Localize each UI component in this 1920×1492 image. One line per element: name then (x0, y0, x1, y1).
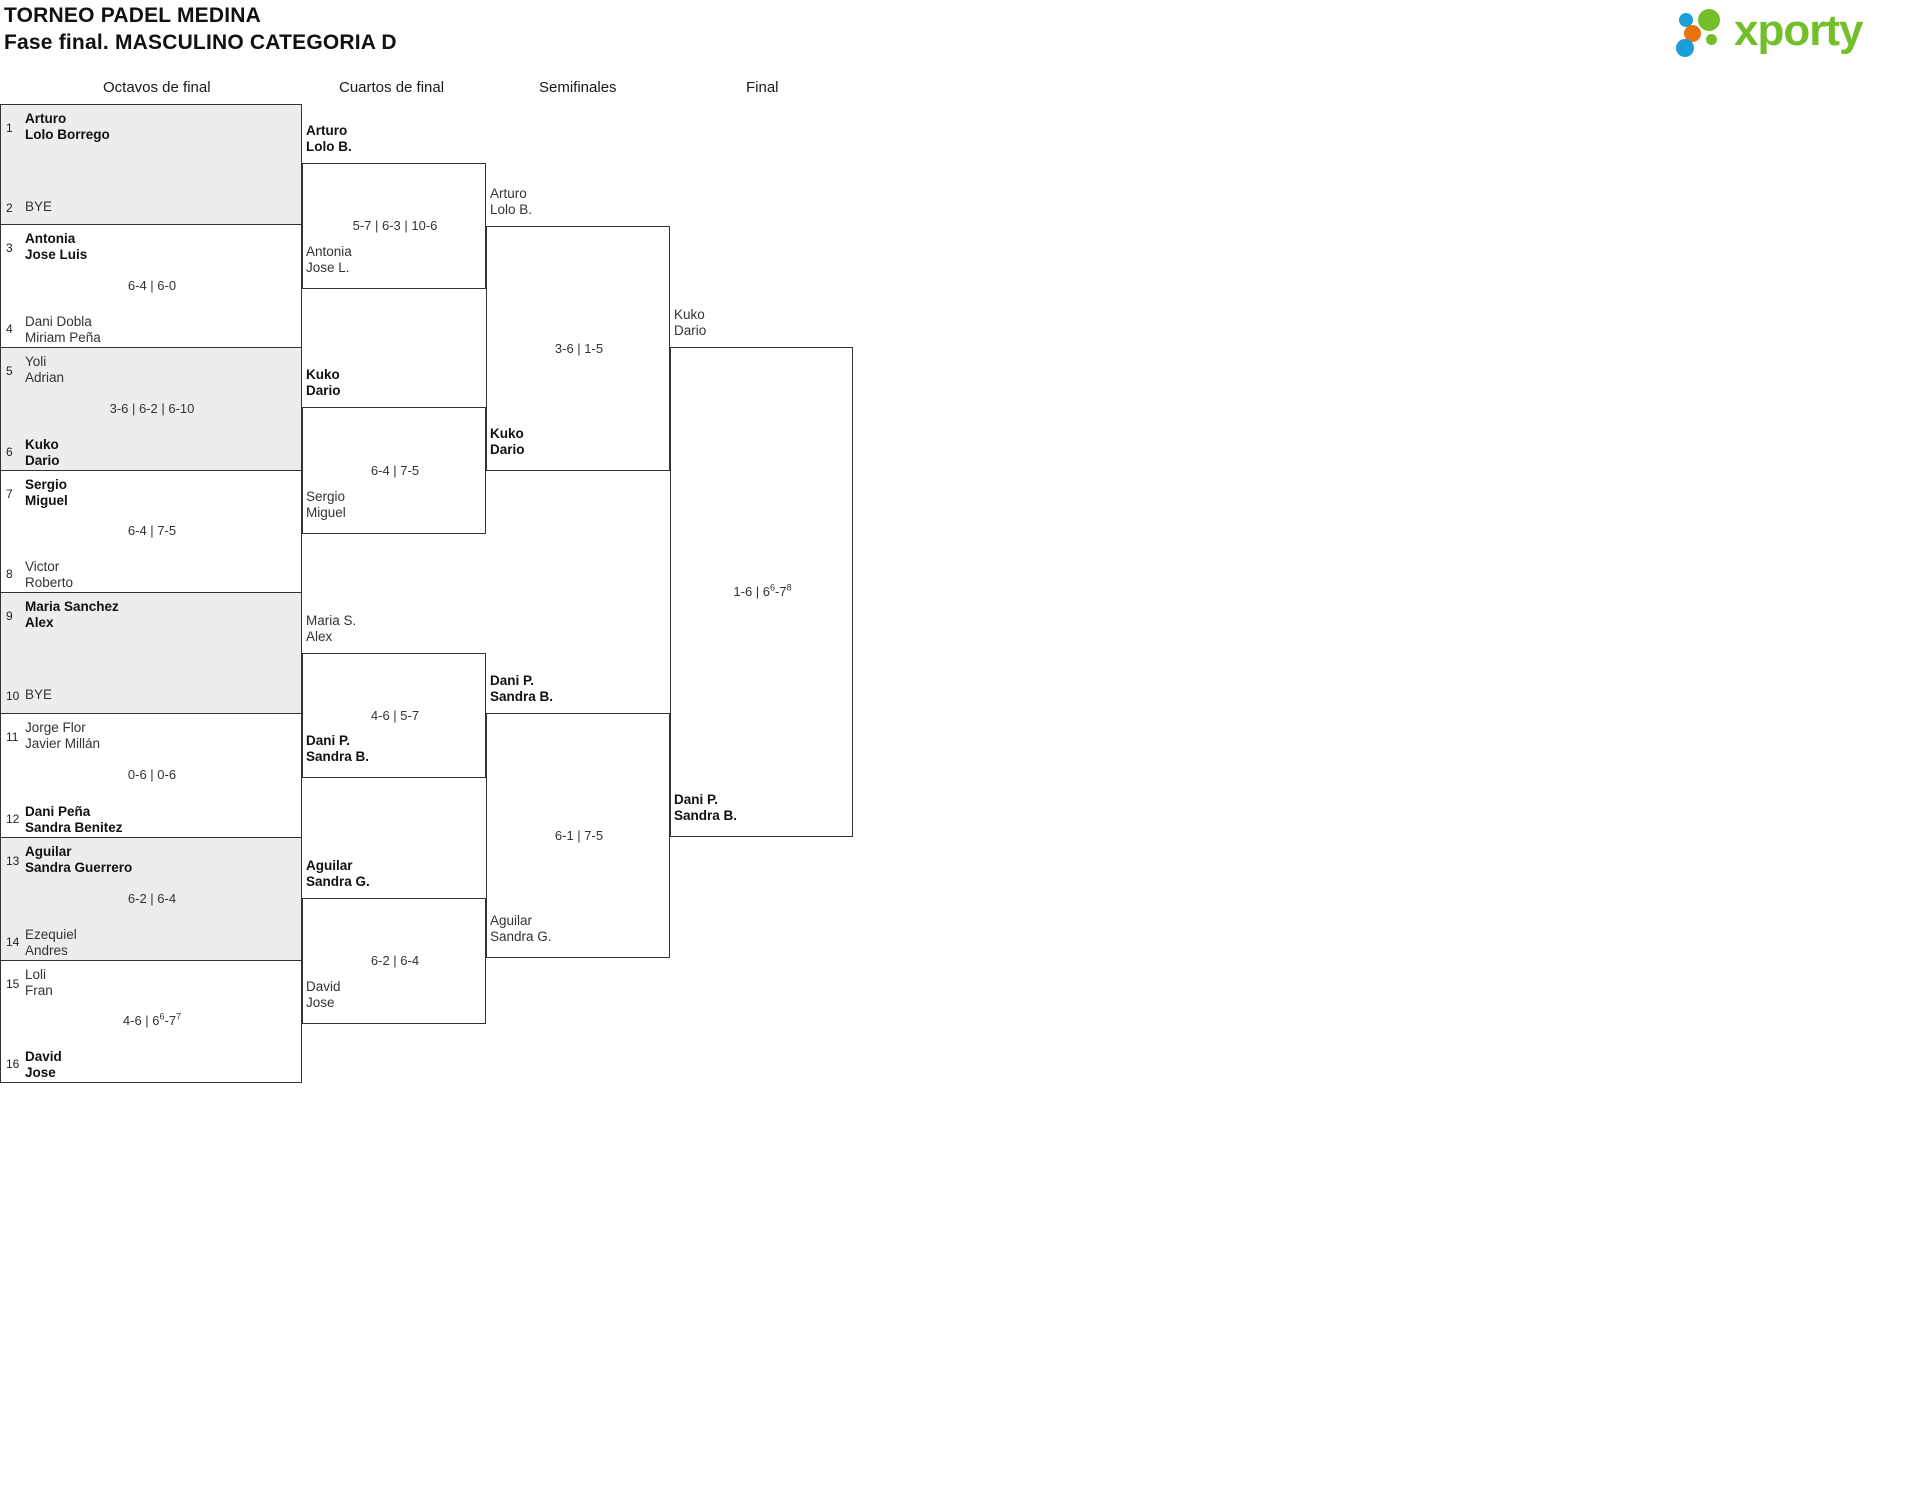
match-score: 3-6 | 1-5 (554, 340, 604, 356)
team-name: Maria S.Alex (306, 613, 357, 644)
xporty-logo: xporty (1676, 5, 1912, 60)
cuartos-match-box[interactable]: 6-4 | 7-5 (302, 407, 486, 534)
seed-number: 4 (6, 322, 13, 336)
tournament-phase: Fase final. MASCULINO CATEGORIA D (4, 31, 397, 54)
seed-number: 12 (6, 812, 20, 826)
final-match-box[interactable]: 1-6 | 66-78 (670, 347, 853, 837)
seed-number: 3 (6, 241, 13, 255)
seed-number: 5 (6, 364, 13, 378)
bye-label: BYE (25, 199, 53, 214)
match-score: 6-4 | 6-0 (127, 277, 177, 293)
seed-number: 14 (6, 935, 20, 949)
cuartos-match-box[interactable]: 4-6 | 5-7 (302, 653, 486, 778)
logo-wordmark: xporty (1734, 6, 1863, 55)
seed-number: 11 (6, 730, 19, 744)
match-score: 6-4 | 7-5 (127, 523, 177, 538)
logo-dots-icon (1676, 9, 1732, 57)
match-score: 1-6 | 66-78 (733, 582, 792, 599)
round-header-final: Final (746, 79, 779, 96)
cuartos-match-box[interactable]: 5-7 | 6-3 | 10-6 (302, 163, 486, 289)
seed-number: 10 (6, 689, 20, 703)
match-score: 6-2 | 6-4 (127, 890, 177, 906)
seed-number: 8 (6, 567, 13, 581)
round-header-cuartos: Cuartos de final (339, 79, 445, 96)
cuartos-match-box[interactable]: 6-2 | 6-4 (302, 898, 486, 1024)
match-score: 6-4 | 7-5 (370, 462, 420, 478)
seed-number: 13 (6, 854, 20, 868)
seed-number: 15 (6, 977, 20, 991)
seed-number: 6 (6, 445, 13, 459)
seed-number: 16 (6, 1057, 20, 1071)
team-name: Dani P.Sandra B. (674, 792, 738, 823)
match-score: 5-7 | 6-3 | 10-6 (352, 218, 438, 233)
match-score: 6-2 | 6-4 (370, 953, 420, 968)
match-score: 3-6 | 6-2 | 6-10 (109, 400, 195, 416)
match-score: 0-6 | 0-6 (127, 767, 177, 782)
semifinal-match-box[interactable]: 6-1 | 7-5 (486, 713, 670, 958)
page-title: TORNEO PADEL MEDINA Fase final. MASCULIN… (4, 2, 397, 56)
match-score: 4-6 | 66-77 (122, 1011, 182, 1028)
match-score: 4-6 | 5-7 (370, 707, 420, 723)
seed-number: 2 (6, 201, 13, 215)
team-name: Dani P.Sandra B. (490, 673, 554, 704)
bye-label: BYE (25, 687, 53, 702)
seed-number: 7 (6, 487, 13, 501)
tournament-name: TORNEO PADEL MEDINA (4, 4, 261, 27)
seed-number: 1 (6, 121, 13, 135)
seed-number: 9 (6, 609, 13, 623)
round-header-octavos: Octavos de final (103, 79, 211, 96)
round-header-semifinales: Semifinales (539, 79, 617, 96)
team-name: Dani P.Sandra B. (306, 733, 370, 764)
match-score: 6-1 | 7-5 (554, 827, 604, 843)
semifinal-match-box[interactable]: 3-6 | 1-5 (486, 226, 670, 471)
